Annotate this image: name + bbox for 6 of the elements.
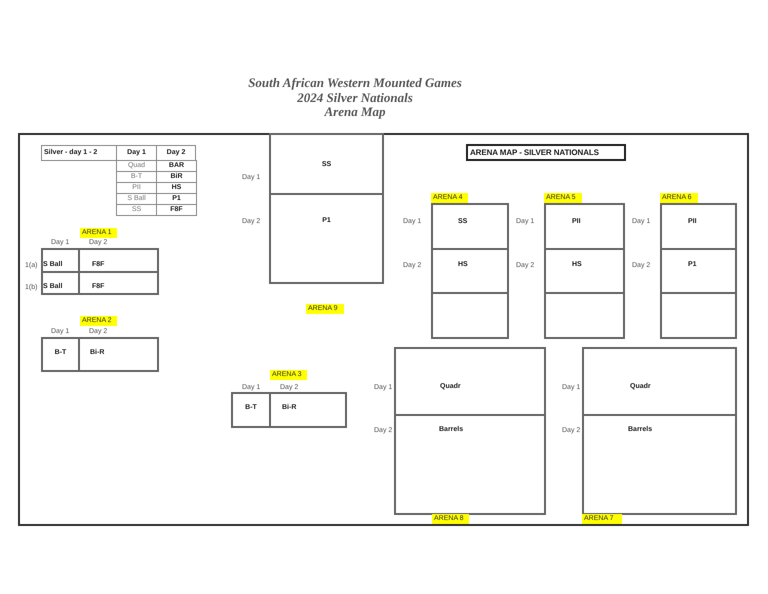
arena-section	[545, 293, 624, 338]
arena-section	[661, 293, 736, 338]
arena-section	[432, 293, 508, 338]
map-heading: ARENA MAP - SILVER NATIONALS	[466, 144, 626, 161]
page-title: South African Western Mounted Games 2024 Silver Nationals Arena Map	[247, 76, 463, 120]
arena-section	[79, 272, 158, 294]
